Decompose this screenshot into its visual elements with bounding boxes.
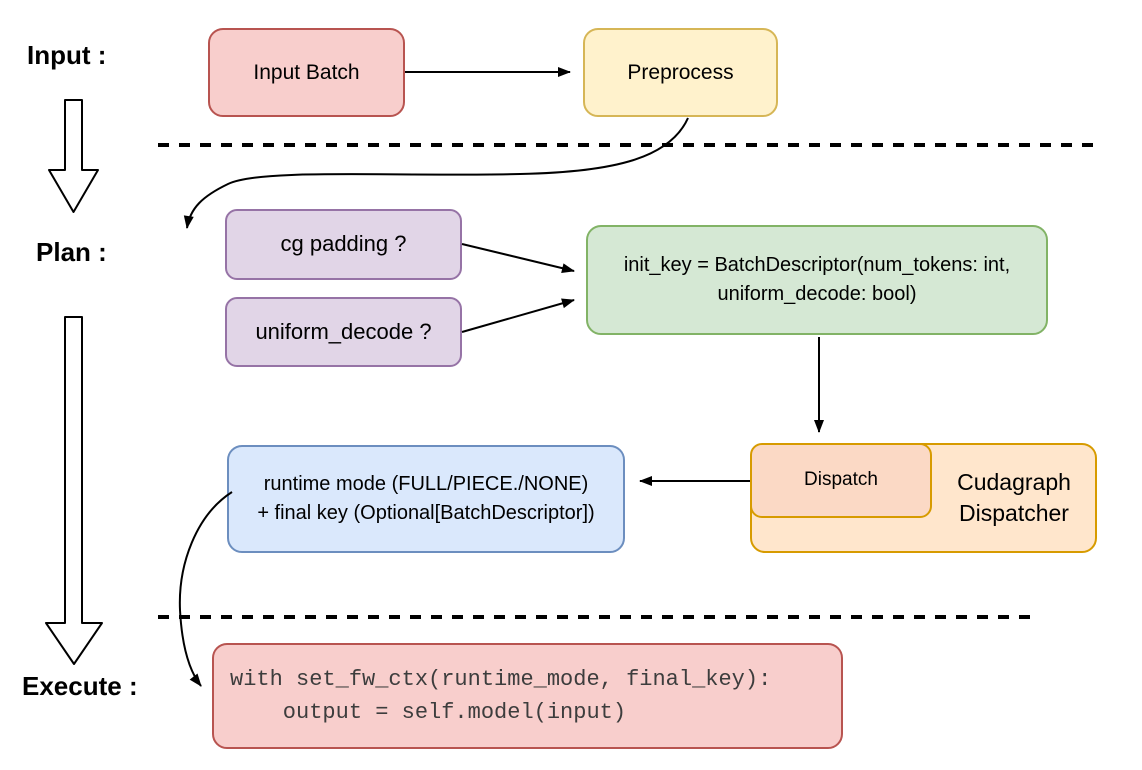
init-key-line2: uniform_decode: bool) xyxy=(717,283,917,305)
execute-code-node: with set_fw_ctx(runtime_mode, final_key)… xyxy=(212,643,843,749)
runtime-mode-line1: runtime mode (FULL/PIECE./NONE) xyxy=(263,473,589,495)
execute-code-line2: output = self.model(input) xyxy=(230,700,627,725)
uniform-decode-label: uniform_decode ? xyxy=(255,318,432,344)
execute-stage-label: Execute : xyxy=(22,671,138,701)
runtime-mode-line2: + final key (Optional[BatchDescriptor]) xyxy=(257,502,595,524)
preprocess-label: Preprocess xyxy=(627,60,734,84)
cudagraph-dispatcher-line2: Dispatcher xyxy=(959,500,1069,526)
plan-to-execute-arrow-icon xyxy=(45,316,103,665)
plan-stage-label: Plan : xyxy=(36,237,107,267)
arrow-uniformdecode-to-initkey xyxy=(461,298,575,333)
input-to-plan-arrow-icon xyxy=(48,99,99,213)
cg-padding-label: cg padding ? xyxy=(280,231,407,257)
execute-code-line1: with set_fw_ctx(runtime_mode, final_key)… xyxy=(230,667,772,692)
preprocess-node: Preprocess xyxy=(583,28,778,117)
init-key-node: init_key = BatchDescriptor(num_tokens: i… xyxy=(586,225,1048,335)
cudagraph-dispatcher-line1: Cudagraph xyxy=(957,468,1071,495)
cudagraph-dispatcher-label: Cudagraph Dispatcher xyxy=(934,445,1094,551)
input-batch-node: Input Batch xyxy=(208,28,405,117)
dispatch-node: Dispatch xyxy=(750,443,932,518)
arrow-cgpadding-to-initkey xyxy=(461,243,575,274)
input-stage-label: Input : xyxy=(27,40,107,70)
input-batch-label: Input Batch xyxy=(253,60,360,84)
runtime-mode-node: runtime mode (FULL/PIECE./NONE) + final … xyxy=(227,445,625,553)
cg-padding-node: cg padding ? xyxy=(225,209,462,280)
init-key-line1: init_key = BatchDescriptor(num_tokens: i… xyxy=(623,254,1011,276)
uniform-decode-node: uniform_decode ? xyxy=(225,297,462,367)
dispatch-label: Dispatch xyxy=(804,469,878,491)
